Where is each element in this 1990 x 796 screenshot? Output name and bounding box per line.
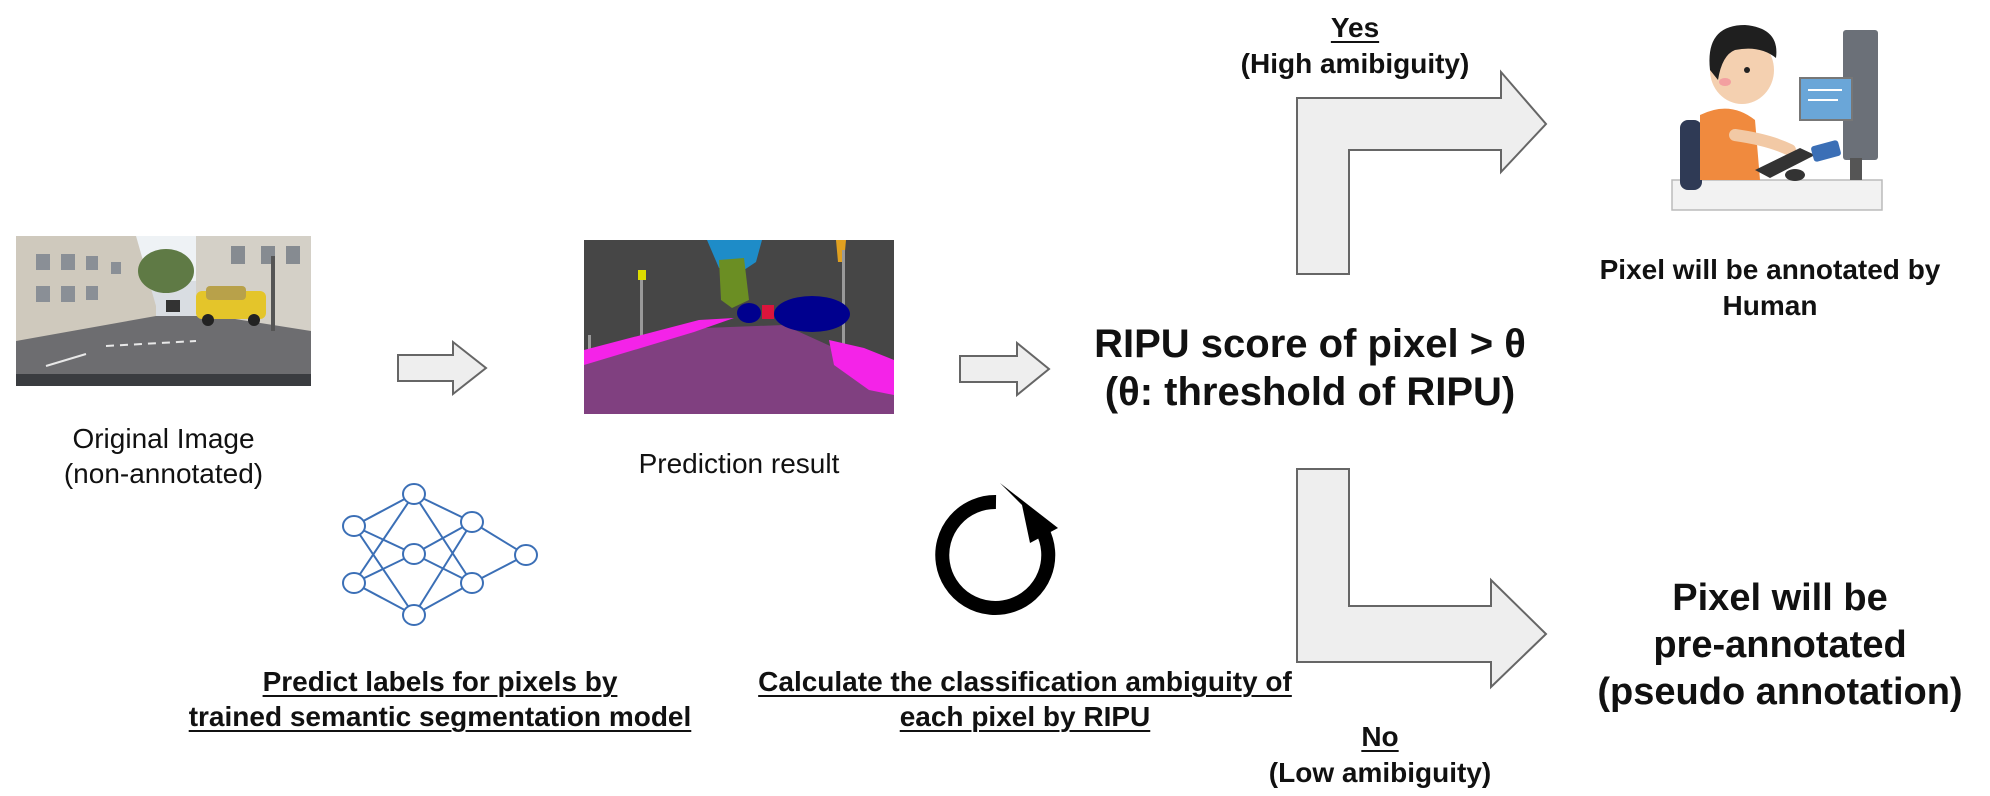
original-caption-line2: (non-annotated) xyxy=(63,458,264,489)
no-detail: (Low amibiguity) xyxy=(1268,757,1492,788)
outcome-pseudo: Pixel will be pre-annotated (pseudo anno… xyxy=(1570,575,1990,716)
no-label: No xyxy=(1361,721,1399,752)
ripu-label-line1: Calculate the classification ambiguity o… xyxy=(758,666,1292,697)
decision-line2: (θ: threshold of RIPU) xyxy=(1104,370,1516,414)
yes-detail: (High amibiguity) xyxy=(1240,48,1470,79)
human-line1: Pixel will be annotated by xyxy=(1599,254,1941,285)
outcome-human: Pixel will be annotated by Human xyxy=(1565,252,1975,324)
decision-condition: RIPU score of pixel > θ (θ: threshold of… xyxy=(1050,320,1570,416)
human-line2: Human xyxy=(1722,290,1818,321)
model-step-label: Predict labels for pixels by trained sem… xyxy=(170,664,710,734)
original-image-caption: Original Image (non-annotated) xyxy=(16,421,311,491)
original-caption-line1: Original Image xyxy=(72,423,255,454)
prediction-caption: Prediction result xyxy=(638,448,840,479)
model-label-line1: Predict labels for pixels by xyxy=(262,666,618,697)
ripu-label-line2: each pixel by RIPU xyxy=(899,701,1151,732)
decision-line1: RIPU score of pixel > θ xyxy=(1094,322,1526,366)
pseudo-line3: (pseudo annotation) xyxy=(1597,671,1963,713)
model-label-line2: trained semantic segmentation model xyxy=(188,701,692,732)
yes-label: Yes xyxy=(1330,12,1380,43)
pseudo-line1: Pixel will be xyxy=(1672,577,1888,619)
branch-yes-label: Yes (High amibiguity) xyxy=(1180,10,1530,82)
pseudo-line2: pre-annotated xyxy=(1653,624,1907,666)
branch-no-label: No (Low amibiguity) xyxy=(1205,719,1555,791)
ripu-step-label: Calculate the classification ambiguity o… xyxy=(745,664,1305,734)
